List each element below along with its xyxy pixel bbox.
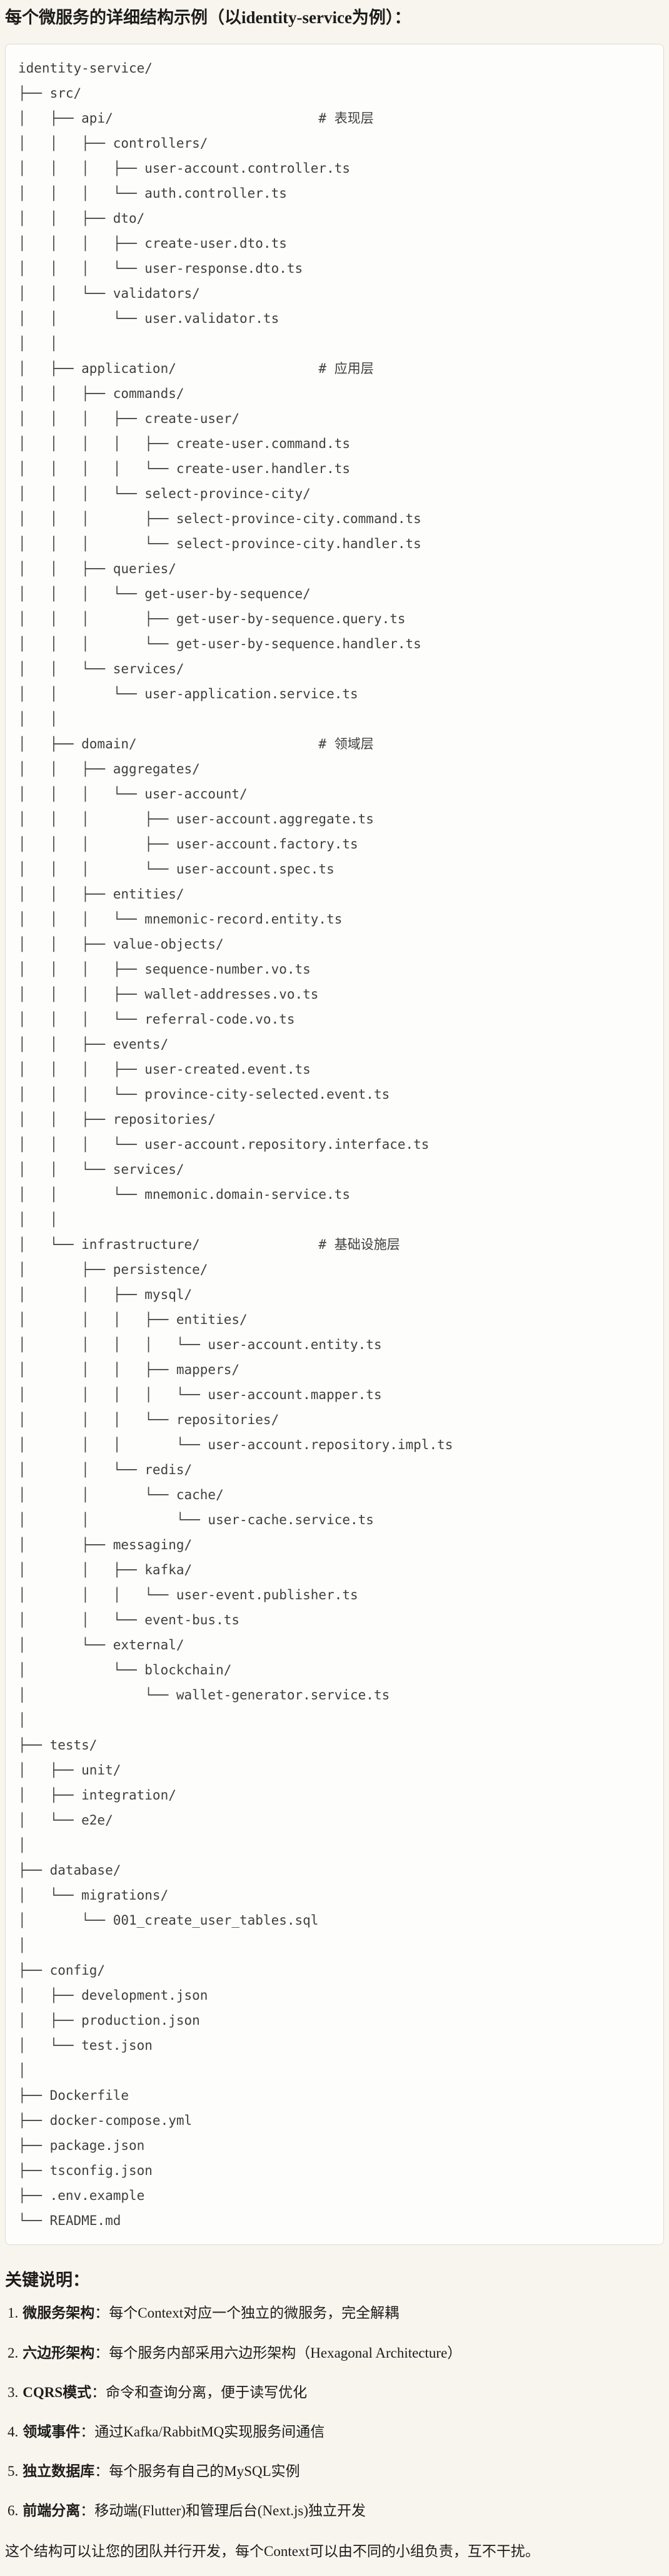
note-description: ：每个Context对应一个独立的微服务，完全解耦	[94, 2305, 400, 2321]
note-item-hexagonal: 2.六边形架构：每个服务内部采用六边形架构（Hexagonal Architec…	[8, 2343, 664, 2363]
note-number: 1.	[8, 2305, 19, 2321]
note-description: ：通过Kafka/RabbitMQ实现服务间通信	[80, 2424, 325, 2440]
note-term: 微服务架构	[23, 2305, 95, 2321]
note-term: 独立数据库	[23, 2463, 95, 2480]
page-title: 每个微服务的详细结构示例（以identity-service为例）：	[5, 8, 411, 27]
note-term: 领域事件	[23, 2424, 81, 2440]
note-term: 六边形架构	[23, 2344, 95, 2361]
closing-paragraph: 这个结构可以让您的团队并行开发，每个Context可以由不同的小组负责，互不干扰…	[5, 2543, 540, 2559]
note-item-frontend-split: 6.前端分离：移动端(Flutter)和管理后台(Next.js)独立开发	[8, 2501, 664, 2521]
note-number: 6.	[8, 2503, 19, 2519]
note-description: ：移动端(Flutter)和管理后台(Next.js)独立开发	[80, 2503, 366, 2519]
note-number: 2.	[8, 2344, 19, 2361]
code-block: identity-service/ ├── src/ │ ├── api/ # …	[5, 44, 664, 2246]
note-item-microservice: 1.微服务架构：每个Context对应一个独立的微服务，完全解耦	[8, 2303, 664, 2323]
markdown-message: 每个微服务的详细结构示例（以identity-service为例）： ident…	[5, 6, 664, 2562]
note-item-cqrs: 3.CQRS模式：命令和查询分离，便于读写优化	[8, 2383, 664, 2403]
note-term: CQRS模式	[23, 2384, 92, 2400]
note-item-domain-events: 4.领域事件：通过Kafka/RabbitMQ实现服务间通信	[8, 2422, 664, 2442]
note-number: 4.	[8, 2424, 19, 2440]
note-description: ：命令和查询分离，便于读写优化	[91, 2384, 308, 2400]
note-description: ：每个服务内部采用六边形架构（Hexagonal Architecture）	[94, 2344, 462, 2361]
notes-heading: 关键说明：	[5, 2271, 89, 2290]
note-description: ：每个服务有自己的MySQL实例	[94, 2463, 300, 2480]
note-number: 3.	[8, 2384, 19, 2400]
note-number: 5.	[8, 2463, 19, 2480]
note-item-independent-db: 5.独立数据库：每个服务有自己的MySQL实例	[8, 2461, 664, 2482]
directory-tree: identity-service/ ├── src/ │ ├── api/ # …	[18, 61, 453, 2229]
note-term: 前端分离	[23, 2503, 81, 2519]
notes-list: 1.微服务架构：每个Context对应一个独立的微服务，完全解耦 2.六边形架构…	[5, 2303, 664, 2521]
